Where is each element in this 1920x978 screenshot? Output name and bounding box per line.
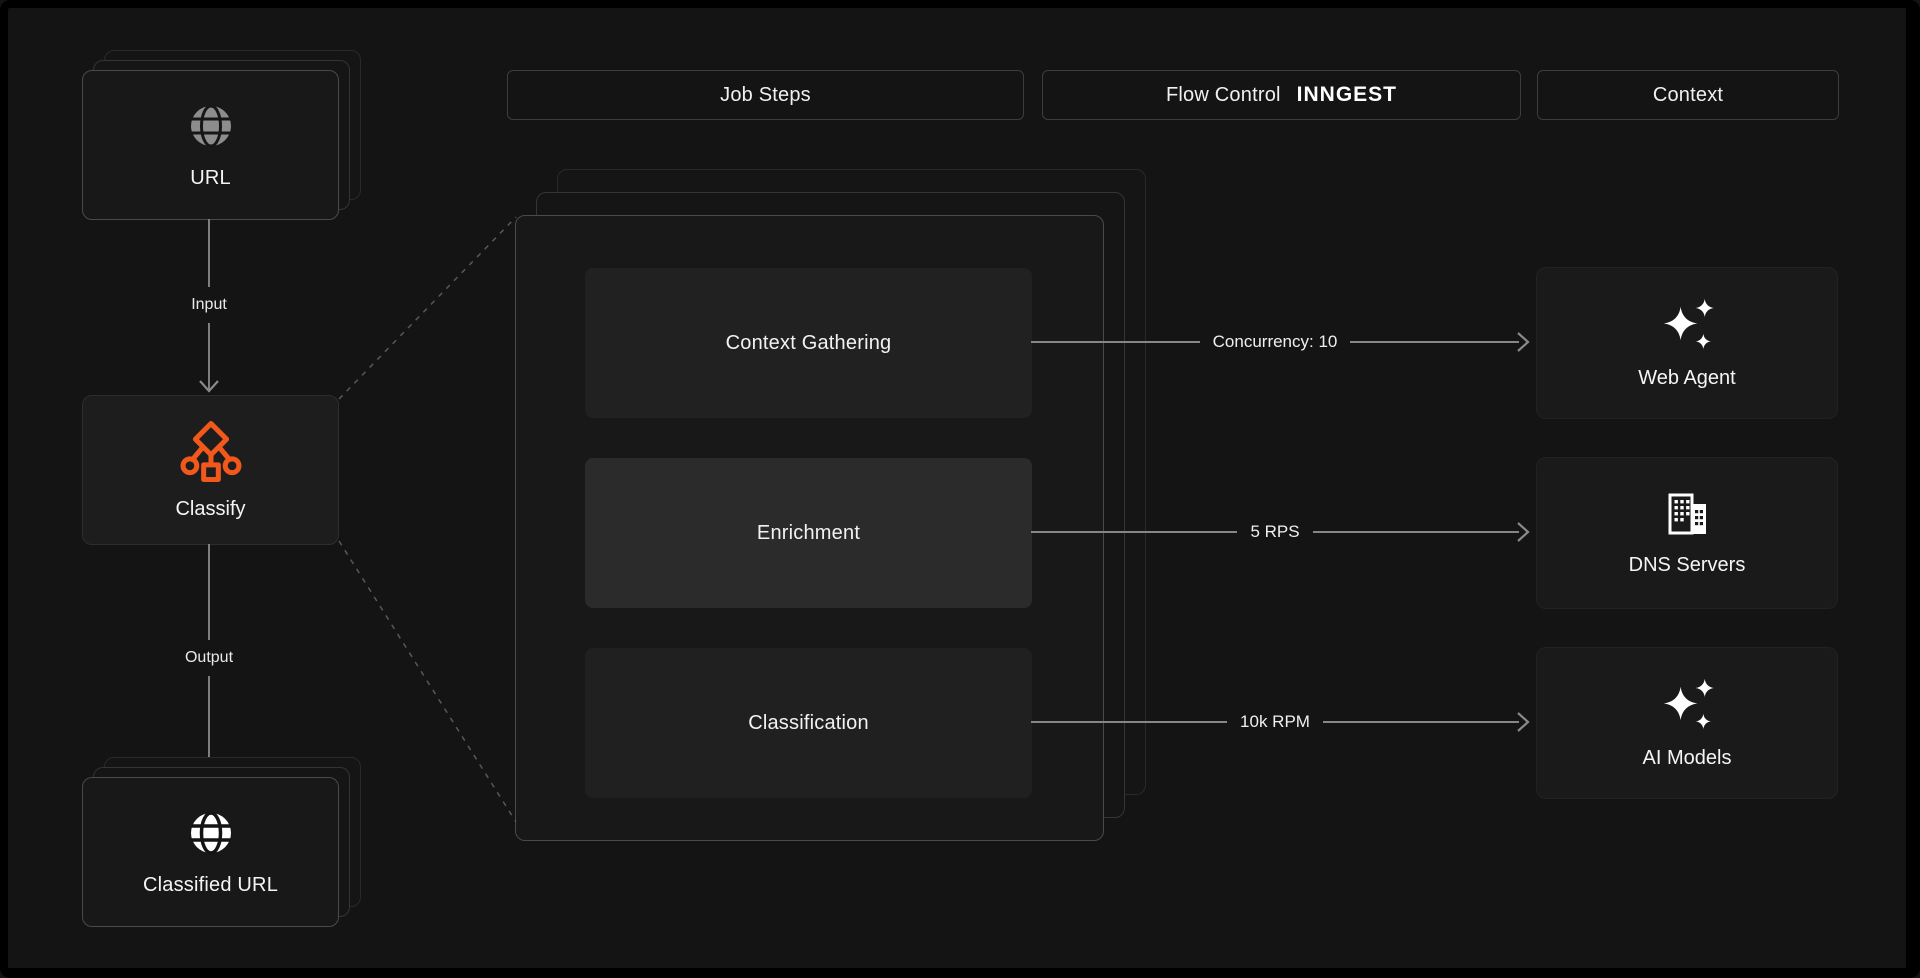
edge-line [1350,341,1520,343]
edge-line [1322,721,1520,723]
job-panel-stack: Context Gathering Enrichment Classificat… [515,169,1146,841]
step-label: Classification [748,711,869,734]
header-context-label: Context [1652,83,1724,106]
context-card-label: DNS Servers [1628,554,1746,576]
input-edge-label: Input [191,295,227,313]
arrowhead-right-icon [1517,522,1530,542]
step-label: Enrichment [756,521,861,544]
context-card-label: AI Models [1642,747,1732,769]
edge-line [208,322,210,390]
header-context: Context [1537,70,1839,120]
edge-line [1312,531,1520,533]
header-job-steps: Job Steps [507,70,1024,120]
context-card-web-agent: Web Agent [1536,267,1838,419]
sparkles-icon [1658,296,1716,359]
arrowhead-right-icon [1517,332,1530,352]
edge-line [208,219,210,287]
edge-line [208,675,210,771]
globe-filled-icon [185,807,237,864]
edge-line [1031,721,1228,723]
input-card-label: URL [190,167,231,189]
input-url-stack: URL [82,50,361,220]
flow-edge-label: 10k RPM [1240,712,1310,731]
header-flow-control: Flow Control INNGEST [1042,70,1521,120]
context-card-label: Web Agent [1638,367,1736,389]
output-edge: Output [167,544,251,774]
context-card-ai-models: AI Models [1536,647,1838,799]
buildings-icon [1661,489,1713,546]
input-url-card: URL [82,70,339,220]
classify-node: Classify [82,395,339,545]
globe-icon [185,100,237,157]
arrowhead-down-icon [199,380,219,393]
edge-line [1031,531,1238,533]
output-url-card: Classified URL [82,777,339,927]
step-context-gathering: Context Gathering [585,268,1032,418]
classify-node-label: Classify [175,498,246,520]
flow-edge-label: Concurrency: 10 [1212,332,1338,351]
context-card-dns-servers: DNS Servers [1536,457,1838,609]
flow-edge-label: 5 RPS [1250,522,1300,541]
step-label: Context Gathering [725,331,892,354]
job-panel: Context Gathering Enrichment Classificat… [515,215,1104,841]
edge-line [208,544,210,640]
step-enrichment: Enrichment [585,458,1032,608]
decision-tree-icon [178,419,244,490]
header-flow-control-label: Flow Control [1166,83,1281,106]
inngest-logo: INNGEST [1296,83,1397,106]
flow-edge-rpm: 10k RPM [1031,709,1530,735]
output-edge-label: Output [184,648,234,666]
input-edge: Input [167,219,251,393]
arrowhead-right-icon [1517,712,1530,732]
flow-edge-rps: 5 RPS [1031,519,1530,545]
edge-line [1031,341,1200,343]
header-job-steps-label: Job Steps [720,83,811,106]
flow-edge-concurrency: Concurrency: 10 [1031,329,1530,355]
output-card-label: Classified URL [142,874,279,896]
sparkles-icon [1658,676,1716,739]
step-classification: Classification [585,648,1032,798]
output-url-stack: Classified URL [82,757,361,927]
